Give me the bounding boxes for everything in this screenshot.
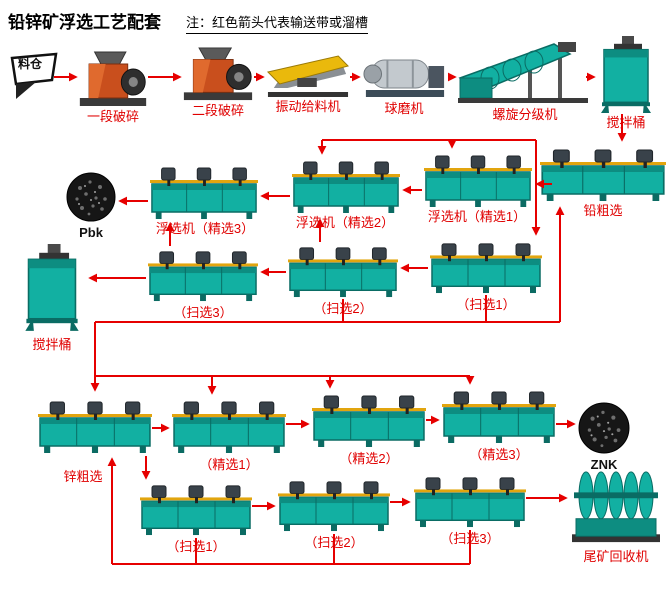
spiral-classifier-icon [458, 40, 588, 104]
tailings-recovery-label: 尾矿回收机 [583, 549, 649, 564]
pb-cleaner3-flotation-icon [150, 164, 258, 220]
lead-mixing-tank-icon [596, 36, 656, 114]
pb-cleaner1-flotation-icon [424, 152, 532, 208]
spiral-classifier-label: 螺旋分级机 [492, 107, 558, 122]
pb-rougher-label: 铅粗选 [583, 203, 623, 218]
zn-scavenger1-flotation-icon [140, 482, 252, 536]
lead-concentrate-label: Pbk [79, 225, 103, 240]
zn-cleaner2-flotation-icon [312, 392, 426, 448]
ball-mill-label: 球磨机 [384, 101, 424, 116]
primary-crusher-label: 一段破碎 [86, 109, 139, 124]
legend-note: 注：红色箭头代表输送带或溜槽 [186, 12, 369, 34]
zn-scavenger1-label: （扫选1） [166, 539, 226, 554]
zinc-mixing-tank-icon [20, 244, 84, 332]
zn-cleaner2-label: （精选2） [339, 451, 399, 466]
pb-cleaner2-label: 浮选机（精选2） [295, 215, 395, 230]
pb-rougher-flotation-icon [540, 146, 666, 202]
pb-scavenger2-label: （扫选2） [313, 301, 373, 316]
ball-mill-icon [362, 50, 448, 100]
secondary-jaw-crusher-icon [182, 46, 254, 102]
zn-cleaner1-flotation-icon [172, 398, 286, 454]
zn-cleaner3-flotation-icon [442, 388, 556, 444]
zn-scavenger3-flotation-icon [414, 474, 526, 528]
diagram-title: 铅锌矿浮选工艺配套 [8, 13, 161, 32]
zn-cleaner3-label: （精选3） [469, 447, 529, 462]
vibrating-feeder-icon [266, 54, 350, 98]
lead-mixing-tank-label: 搅拌桶 [606, 115, 646, 130]
lead-concentrate-icon [66, 172, 116, 222]
zn-scavenger2-label: （扫选2） [304, 535, 364, 550]
pb-cleaner2-flotation-icon [292, 158, 400, 214]
zinc-concentrate-icon [578, 402, 630, 454]
pb-scavenger3-label: （扫选3） [173, 305, 233, 320]
silo-label: 料仓 [17, 57, 42, 71]
pb-scavenger2-flotation-icon [288, 244, 398, 298]
pb-scavenger1-label: （扫选1） [456, 297, 516, 312]
zinc-concentrate-label: ZNK [590, 457, 618, 472]
zn-rougher-label: 锌粗选 [63, 469, 103, 484]
zinc-mixing-tank-label: 搅拌桶 [32, 337, 72, 352]
zn-cleaner1-label: （精选1） [199, 457, 259, 472]
primary-jaw-crusher-icon [78, 50, 148, 108]
secondary-crusher-label: 二段破碎 [191, 103, 244, 118]
tailings-recovery-machine-icon [570, 468, 662, 546]
vibrating-feeder-label: 振动给料机 [275, 99, 341, 114]
zn-rougher-flotation-icon [38, 398, 152, 454]
pb-scavenger3-flotation-icon [148, 248, 258, 302]
pb-cleaner1-label: 浮选机（精选1） [427, 209, 527, 224]
zn-scavenger3-label: （扫选3） [440, 531, 500, 546]
zn-scavenger2-flotation-icon [278, 478, 390, 532]
pb-cleaner3-label: 浮选机（精选3） [155, 221, 255, 236]
pb-scavenger1-flotation-icon [430, 240, 542, 294]
